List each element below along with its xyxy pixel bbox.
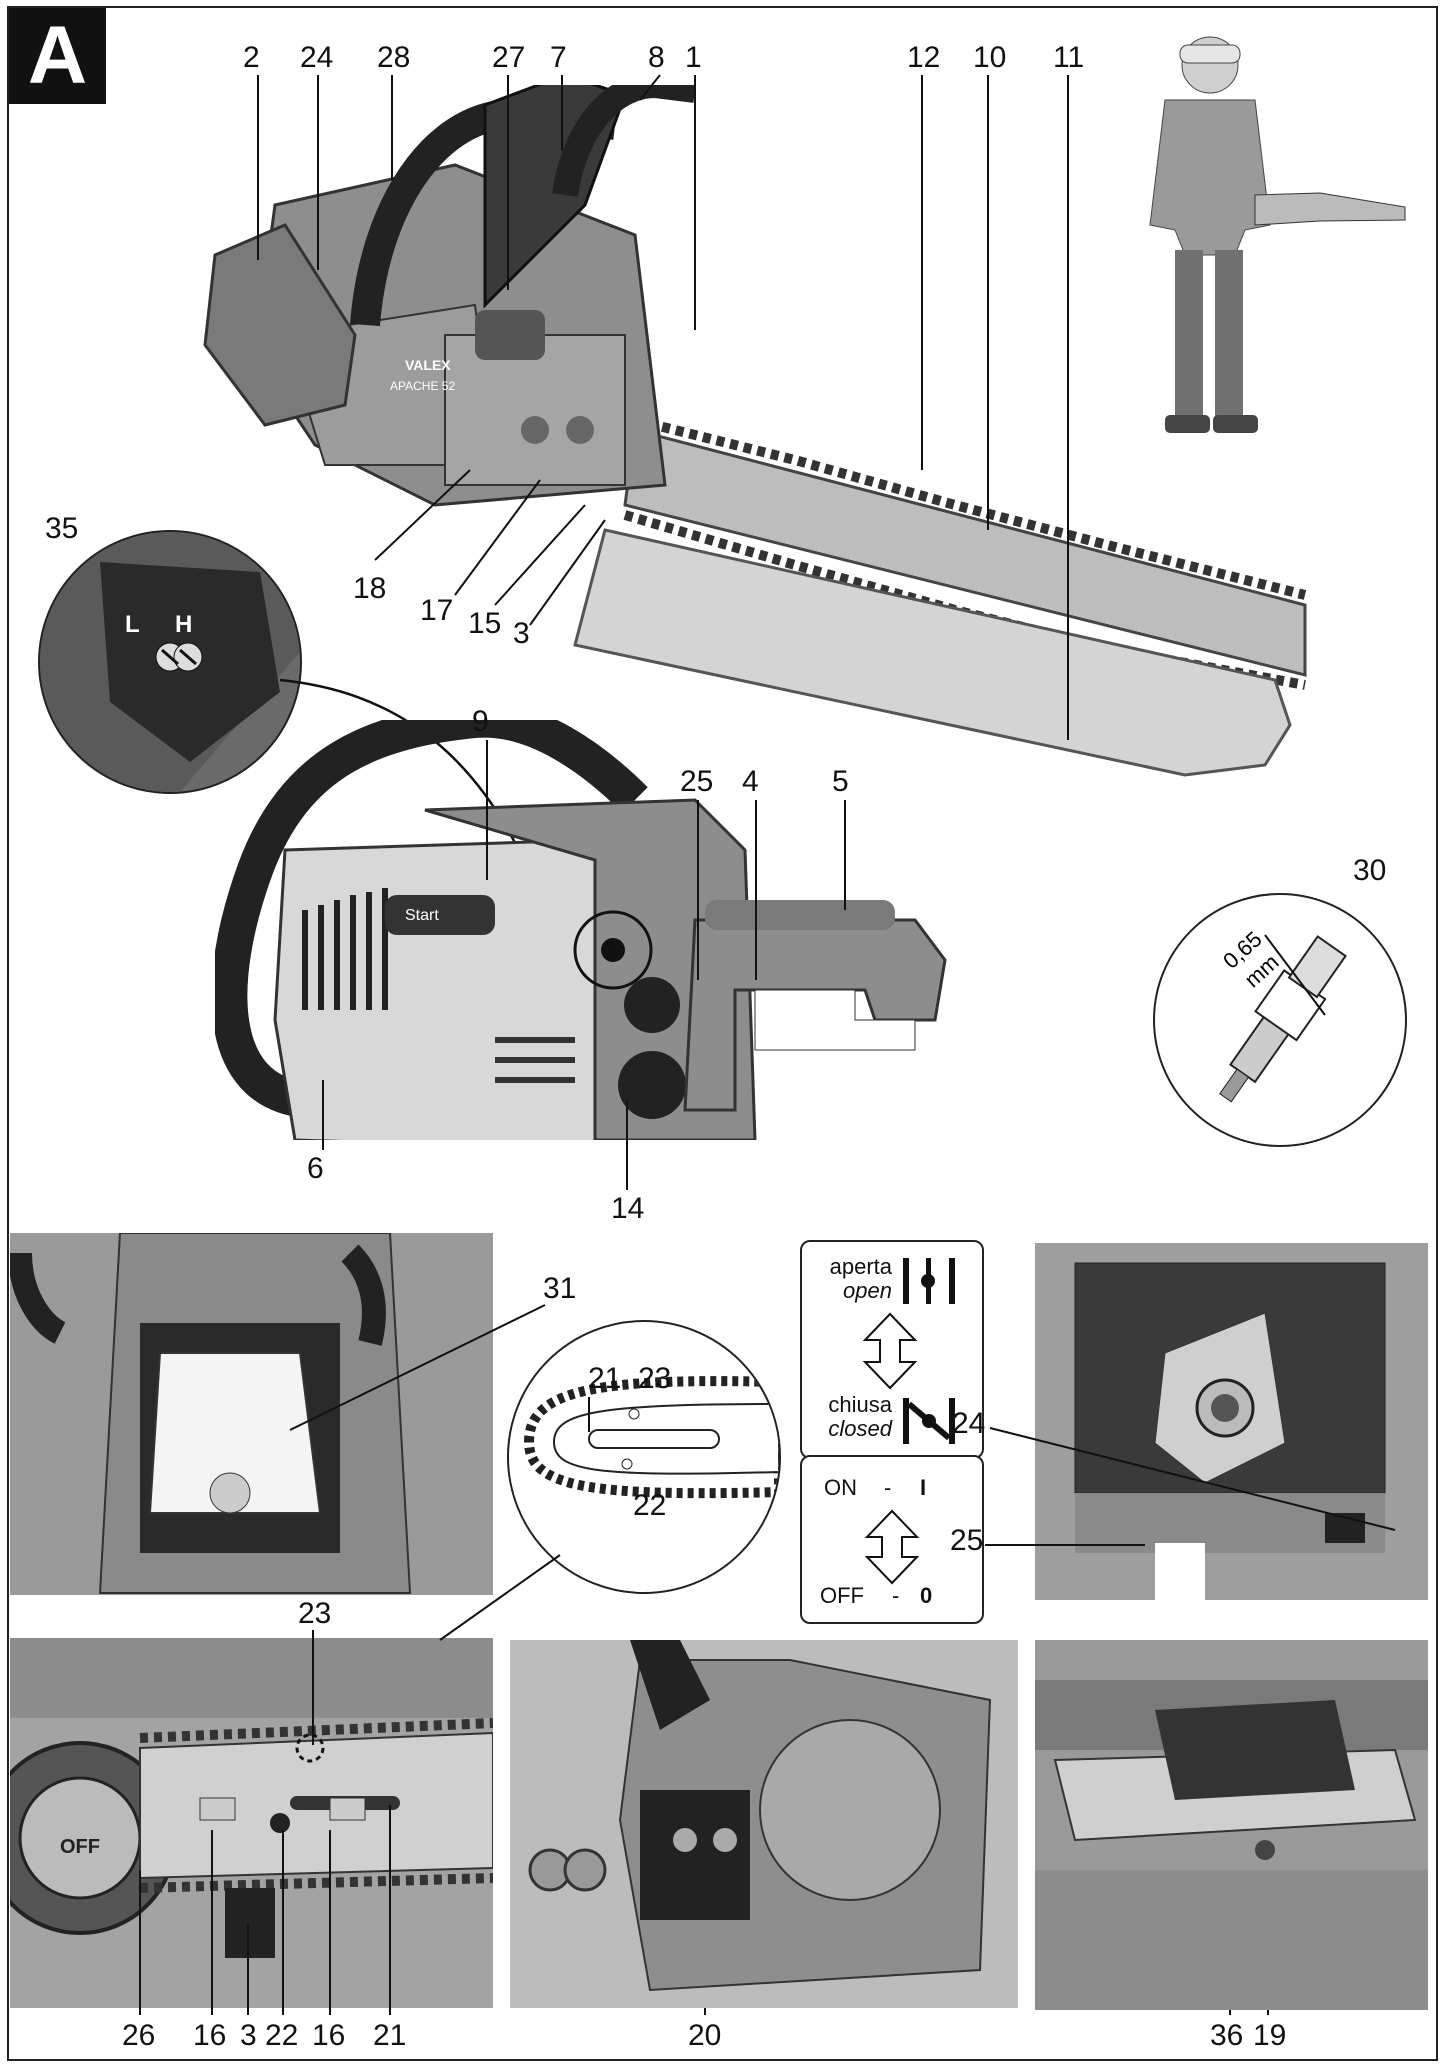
callout-18: 18 bbox=[353, 572, 387, 605]
callout-6: 6 bbox=[307, 1152, 324, 1185]
stop-switch-panel: ON - I OFF - 0 bbox=[800, 1455, 984, 1624]
leader-lines-side bbox=[322, 740, 846, 1190]
chainsaw-main-photo: VALEX APACHE 52 bbox=[195, 85, 1345, 865]
switch-on-symbol: I bbox=[920, 1475, 927, 1500]
switch-off-dash: - bbox=[892, 1583, 900, 1608]
callout-36: 36 bbox=[1210, 2019, 1244, 2052]
callout-22-bar: 22 bbox=[265, 2019, 299, 2052]
callout-23-bar: 23 bbox=[298, 1597, 332, 1630]
clutch-off-text: OFF bbox=[60, 1836, 100, 1858]
callout-17: 17 bbox=[420, 594, 454, 627]
callout-21-bar: 21 bbox=[373, 2019, 407, 2052]
callout-24: 24 bbox=[300, 41, 334, 74]
callout-35: 35 bbox=[45, 512, 79, 545]
carburetor-photo bbox=[1035, 1243, 1428, 1600]
chainsaw-side-photo: Start bbox=[215, 720, 955, 1140]
callout-9: 9 bbox=[472, 705, 489, 738]
sprocket-cover-photo bbox=[510, 1640, 1018, 2008]
callout-1: 1 bbox=[685, 41, 702, 74]
leader-line-31 bbox=[289, 1304, 546, 1431]
callout-19: 19 bbox=[1253, 2019, 1287, 2052]
callout-31: 31 bbox=[543, 1272, 577, 1305]
choke-closed-icon bbox=[903, 1398, 955, 1444]
oil-pump-photo bbox=[1035, 1640, 1428, 2010]
callout-5: 5 bbox=[832, 765, 849, 798]
callout-2: 2 bbox=[243, 41, 260, 74]
air-filter-photo bbox=[10, 1233, 493, 1595]
spark-plug-detail: 0,65 mm bbox=[1153, 893, 1407, 1147]
brand-text: VALEX bbox=[405, 357, 451, 373]
switch-updown-arrow bbox=[864, 1509, 920, 1585]
carburetor-screws-detail: L H bbox=[38, 530, 302, 794]
switch-on-dash: - bbox=[884, 1475, 892, 1500]
bar-mount-photo: OFF bbox=[10, 1638, 493, 2008]
callout-20: 20 bbox=[688, 2019, 722, 2052]
callout-22-detail: 22 bbox=[633, 1489, 667, 1522]
switch-off-symbol: 0 bbox=[920, 1583, 933, 1608]
callout-15: 15 bbox=[468, 607, 502, 640]
callout-16-right: 16 bbox=[312, 2019, 346, 2052]
chain-bar-detail bbox=[507, 1320, 781, 1594]
choke-closed-it: chiusa bbox=[828, 1392, 892, 1417]
leader-lines-top bbox=[257, 74, 1069, 740]
callout-12: 12 bbox=[907, 41, 941, 74]
callout-14: 14 bbox=[611, 1192, 645, 1225]
callout-30: 30 bbox=[1353, 854, 1387, 887]
choke-open-icon bbox=[903, 1258, 955, 1304]
screw-h-label: H bbox=[175, 611, 192, 638]
callout-25: 25 bbox=[680, 765, 714, 798]
switch-off-text: OFF bbox=[820, 1583, 864, 1608]
callout-25-switch: 25 bbox=[950, 1524, 984, 1557]
choke-open-it: aperta bbox=[829, 1254, 892, 1279]
callout-8: 8 bbox=[648, 41, 665, 74]
choke-open-en: open bbox=[843, 1278, 892, 1303]
leader-lines-middle-right bbox=[985, 1427, 1396, 1546]
callout-28: 28 bbox=[377, 41, 411, 74]
callout-3: 3 bbox=[513, 617, 530, 650]
choke-closed-en: closed bbox=[828, 1416, 892, 1441]
callout-27: 27 bbox=[492, 41, 526, 74]
model-text: APACHE 52 bbox=[390, 379, 455, 393]
callout-23-detail: 23 bbox=[638, 1362, 672, 1395]
callout-16-left: 16 bbox=[193, 2019, 227, 2052]
callout-10: 10 bbox=[973, 41, 1007, 74]
section-letter-badge: A bbox=[9, 8, 106, 104]
callout-4: 4 bbox=[742, 765, 759, 798]
screw-l-label: L bbox=[125, 611, 140, 638]
callout-26: 26 bbox=[122, 2019, 156, 2052]
choke-lever-panel: aperta open chiusa closed bbox=[800, 1240, 984, 1459]
switch-on-text: ON bbox=[824, 1475, 857, 1500]
callout-21-detail: 21 bbox=[588, 1362, 622, 1395]
choke-updown-arrow bbox=[862, 1312, 918, 1390]
page-frame bbox=[7, 6, 1438, 2061]
callout-24-choke: 24 bbox=[952, 1407, 986, 1440]
callout-7: 7 bbox=[550, 41, 567, 74]
callout-3-bar: 3 bbox=[240, 2019, 257, 2052]
callout-11: 11 bbox=[1053, 41, 1085, 74]
start-text: Start bbox=[405, 907, 439, 924]
operator-photo bbox=[1105, 25, 1425, 445]
